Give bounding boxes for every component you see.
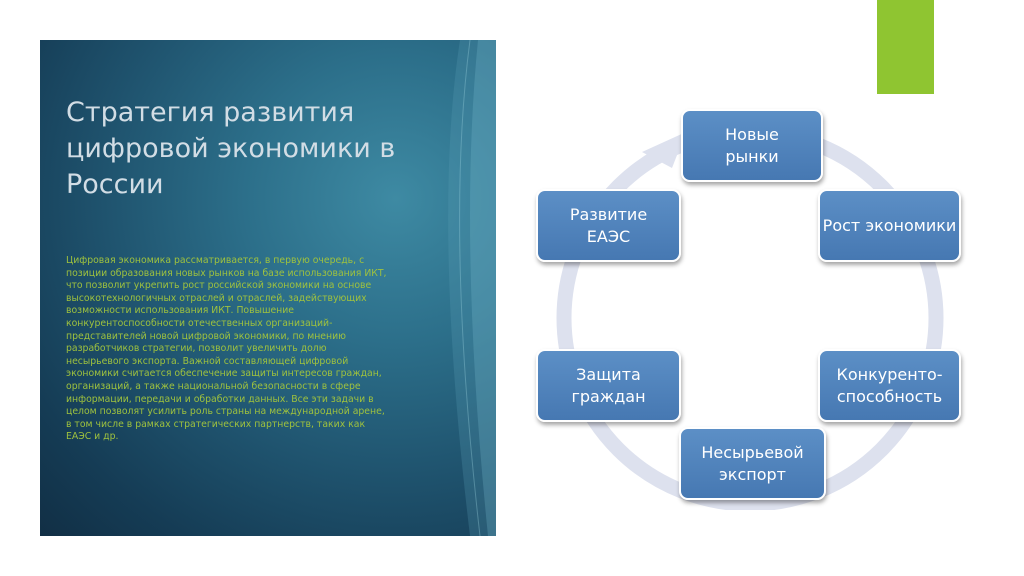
- node-eaeu-development: Развитие ЕАЭС: [536, 189, 681, 262]
- slide-title: Стратегия развития цифровой экономики в …: [66, 97, 396, 200]
- cycle-arrow-icon: [642, 132, 686, 168]
- node-competitiveness: Конкуренто-способность: [818, 349, 961, 422]
- node-citizen-protection: Защита граждан: [536, 349, 681, 422]
- cycle-diagram: Новые рынки Рост экономики Конкуренто-сп…: [520, 100, 990, 510]
- slide-body-text: Цифровая экономика рассматривается, в пе…: [66, 255, 387, 443]
- accent-bar: [877, 0, 934, 94]
- panel-decoration: [448, 40, 496, 536]
- title-panel: [40, 40, 496, 536]
- node-economic-growth: Рост экономики: [818, 189, 961, 262]
- node-new-markets: Новые рынки: [681, 109, 823, 182]
- node-non-resource-export: Несырьевой экспорт: [679, 427, 826, 500]
